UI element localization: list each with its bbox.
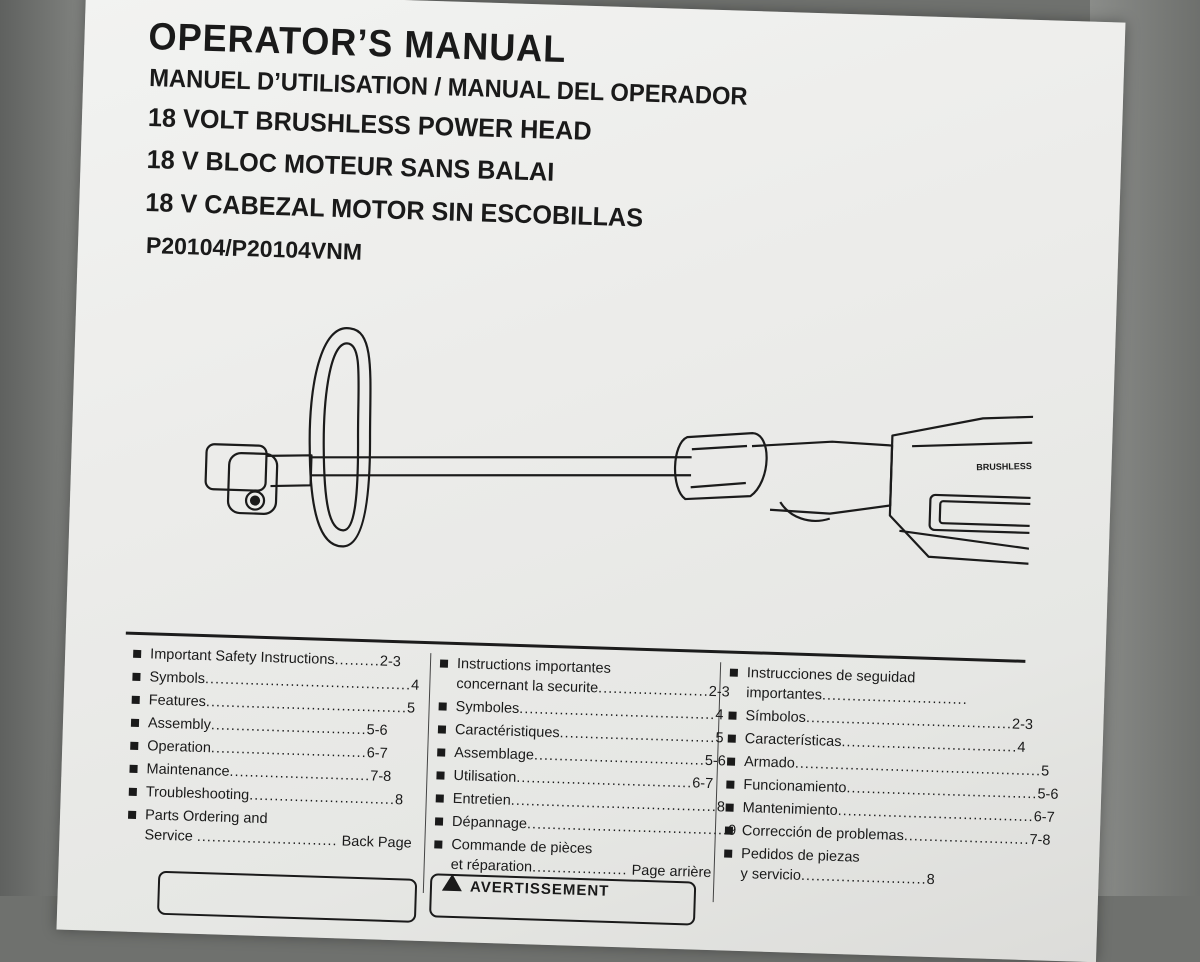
manual-page: OPERATOR’S MANUAL MANUEL D’UTILISATION /… (56, 0, 1126, 962)
product-line-french: 18 V BLOC MOTEUR SANS BALAI (146, 143, 555, 187)
manual-title: OPERATOR’S MANUAL (147, 15, 567, 72)
product-line-spanish: 18 V CABEZAL MOTOR SIN ESCOBILLAS (144, 186, 644, 233)
power-head-illustration: BRUSHLESS (204, 327, 1037, 567)
warning-triangle-icon (441, 873, 463, 892)
model-number: P20104/P20104VNM (145, 232, 363, 265)
brushless-badge: BRUSHLESS (976, 461, 1032, 472)
warning-box-left (156, 870, 418, 923)
column-divider (422, 653, 432, 894)
toc-english: Important Safety Instructions.........2-… (127, 644, 419, 857)
product-line-english: 18 VOLT BRUSHLESS POWER HEAD (147, 102, 593, 146)
